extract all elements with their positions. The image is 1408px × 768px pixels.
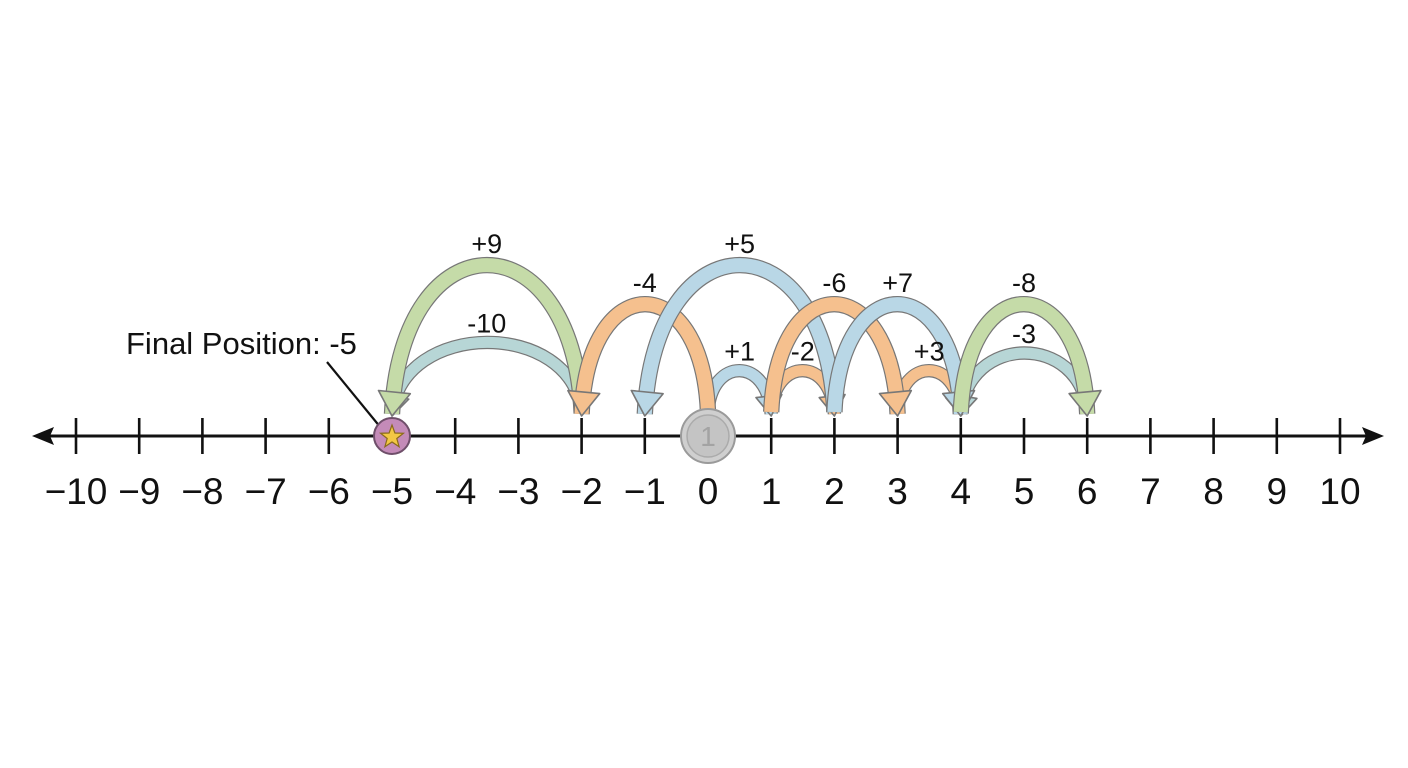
star-icon bbox=[378, 423, 406, 449]
final-position: Final Position: -5 bbox=[126, 326, 411, 455]
jump-label: -3 bbox=[1012, 319, 1036, 349]
left-arrowhead-icon bbox=[32, 427, 54, 445]
jump-arc bbox=[952, 296, 1102, 417]
tick-label: −4 bbox=[434, 471, 476, 512]
right-arrowhead-icon bbox=[1362, 427, 1384, 445]
jump-label: -2 bbox=[791, 337, 815, 367]
tick-label: 6 bbox=[1077, 471, 1098, 512]
coin-text: 1 bbox=[700, 421, 716, 452]
jump-label: +9 bbox=[471, 229, 502, 259]
jump-label: +3 bbox=[914, 337, 945, 367]
jump-arc bbox=[377, 256, 590, 417]
tick-label: 5 bbox=[1014, 471, 1035, 512]
jump-label: +7 bbox=[882, 268, 913, 298]
tick-label: 9 bbox=[1267, 471, 1288, 512]
jump-arc bbox=[567, 296, 717, 417]
tick-label: −3 bbox=[497, 471, 539, 512]
tick-label: 1 bbox=[761, 471, 782, 512]
tick-label: 10 bbox=[1319, 471, 1360, 512]
tick-label: −1 bbox=[624, 471, 666, 512]
tick-label: 4 bbox=[951, 471, 972, 512]
tick-label: −9 bbox=[118, 471, 160, 512]
tick-label: −8 bbox=[181, 471, 223, 512]
jump-label: -4 bbox=[633, 268, 657, 298]
start-coin-icon: 1 bbox=[680, 408, 736, 464]
tick-label: −7 bbox=[245, 471, 287, 512]
arrowhead-icon bbox=[630, 389, 664, 417]
jump-labels: +1 -2 +3 -3 -10 +9 -4 +5 -6 +7 -8 bbox=[467, 229, 1036, 367]
jump-arcs bbox=[377, 256, 1102, 417]
tick-label: −2 bbox=[561, 471, 603, 512]
jump-label: +1 bbox=[724, 337, 755, 367]
arrowhead-icon bbox=[1068, 389, 1102, 417]
tick-label: −6 bbox=[308, 471, 350, 512]
jump-arc bbox=[763, 296, 913, 417]
arrowhead-icon bbox=[878, 389, 913, 417]
final-position-pointer bbox=[326, 361, 382, 429]
tick-label: −10 bbox=[45, 471, 108, 512]
tick-label: −5 bbox=[371, 471, 413, 512]
arrowhead-icon bbox=[567, 389, 601, 417]
jump-label: -10 bbox=[467, 308, 506, 338]
jump-arc bbox=[630, 256, 843, 417]
final-position-label: Final Position: -5 bbox=[126, 326, 357, 361]
tick-label: 8 bbox=[1203, 471, 1224, 512]
jump-arc bbox=[382, 335, 589, 417]
jump-label: -8 bbox=[1012, 268, 1036, 298]
jump-label: -6 bbox=[822, 268, 846, 298]
ticks bbox=[74, 418, 1342, 454]
jump-label: +5 bbox=[724, 229, 755, 259]
tick-label: 0 bbox=[698, 471, 719, 512]
tick-label: 3 bbox=[887, 471, 908, 512]
arrowhead-icon bbox=[377, 389, 412, 417]
tick-label: 7 bbox=[1140, 471, 1161, 512]
tick-label: 2 bbox=[824, 471, 845, 512]
